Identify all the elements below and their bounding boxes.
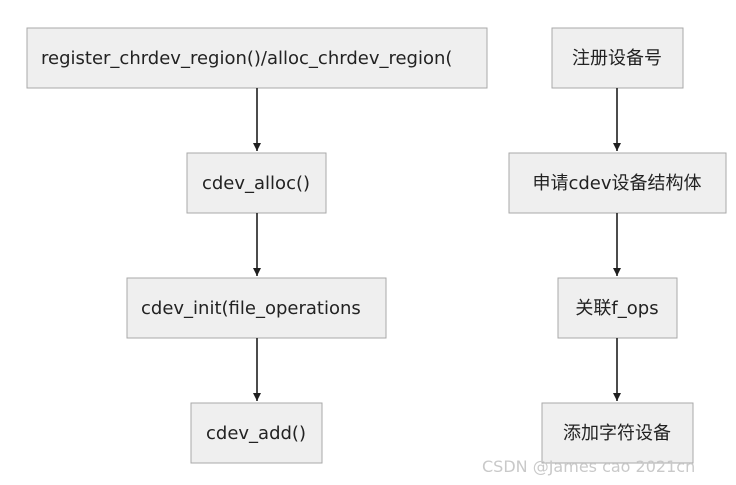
left-node-cdev-alloc: cdev_alloc() [186,152,327,214]
left-node-cdev-init-label: cdev_init(file_operations [141,298,361,319]
left-node-cdev-add: cdev_add() [190,402,323,464]
right-node-link-fops-label: 关联f_ops [575,298,658,319]
right-node-request-cdev: 申请cdev设备结构体 [508,152,727,214]
watermark-text: CSDN @James cao 2021cn [482,457,696,476]
left-node-cdev-alloc-label: cdev_alloc() [202,173,310,194]
left-node-register-region-label: register_chrdev_region()/alloc_chrdev_re… [41,48,452,69]
left-node-register-region: register_chrdev_region()/alloc_chrdev_re… [26,27,488,89]
right-node-add-char-device-label: 添加字符设备 [563,423,671,444]
left-node-cdev-init: cdev_init(file_operations [126,277,387,339]
right-node-add-char-device: 添加字符设备 [541,402,694,464]
left-node-cdev-add-label: cdev_add() [206,423,306,444]
right-node-register-number-label: 注册设备号 [572,48,662,69]
right-node-register-number: 注册设备号 [551,27,684,89]
right-node-link-fops: 关联f_ops [557,277,678,339]
right-node-request-cdev-label: 申请cdev设备结构体 [532,173,701,194]
